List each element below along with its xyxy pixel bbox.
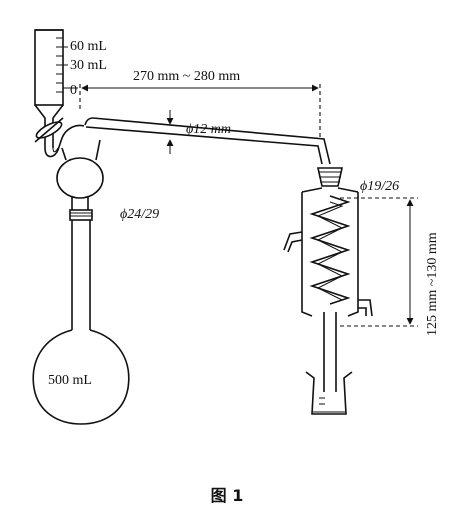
flask-joint-label: ϕ24/29 bbox=[120, 207, 159, 222]
flask-joint bbox=[69, 209, 93, 330]
funnel-mark-30: 30 mL bbox=[70, 58, 107, 73]
distilling-head bbox=[44, 124, 104, 212]
receiving-flask bbox=[305, 371, 353, 415]
round-bottom-flask bbox=[32, 329, 130, 425]
tube-length-label: 270 mm ~ 280 mm bbox=[133, 69, 240, 84]
flask-volume-label: 500 mL bbox=[48, 373, 92, 388]
condenser-height-label: 125 mm ~130 mm bbox=[425, 232, 440, 336]
dimension-condenser-height bbox=[340, 197, 418, 327]
funnel-graduations bbox=[56, 37, 63, 93]
dimension-tube-length bbox=[79, 84, 321, 140]
condenser-joint bbox=[317, 167, 343, 187]
funnel-mark-60: 60 mL bbox=[70, 39, 107, 54]
funnel-mark-0: 0 bbox=[70, 83, 77, 98]
funnel-stopcock bbox=[34, 117, 64, 143]
figure-caption: 图 1 bbox=[211, 486, 244, 505]
tube-diameter-label: ϕ12 mm bbox=[186, 122, 231, 137]
funnel-scale-leaders bbox=[63, 46, 78, 89]
dropping-funnel bbox=[34, 29, 64, 148]
condenser-joint-label: ϕ19/26 bbox=[360, 179, 399, 194]
side-arm-tube bbox=[84, 117, 331, 165]
coil-condenser bbox=[283, 187, 373, 392]
